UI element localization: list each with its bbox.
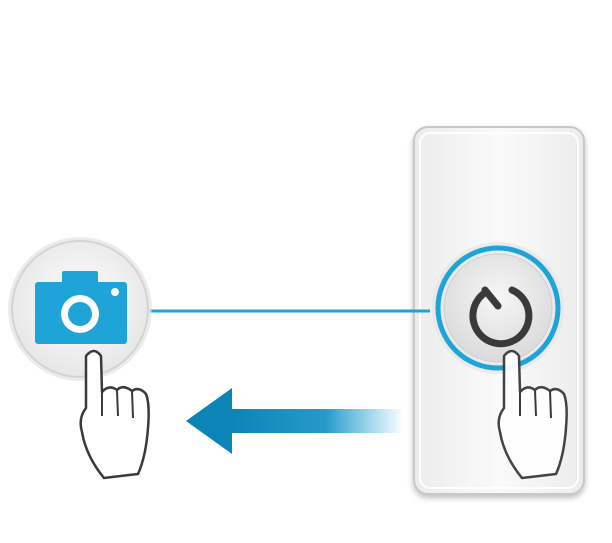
timer-icon (469, 286, 533, 348)
tapping-hand-icon (497, 349, 568, 480)
camera-button[interactable] (8, 237, 152, 381)
tapping-hand-icon (79, 349, 150, 480)
camera-icon (35, 271, 127, 344)
timer-button[interactable] (432, 242, 564, 374)
arrow-left-icon (186, 388, 404, 454)
